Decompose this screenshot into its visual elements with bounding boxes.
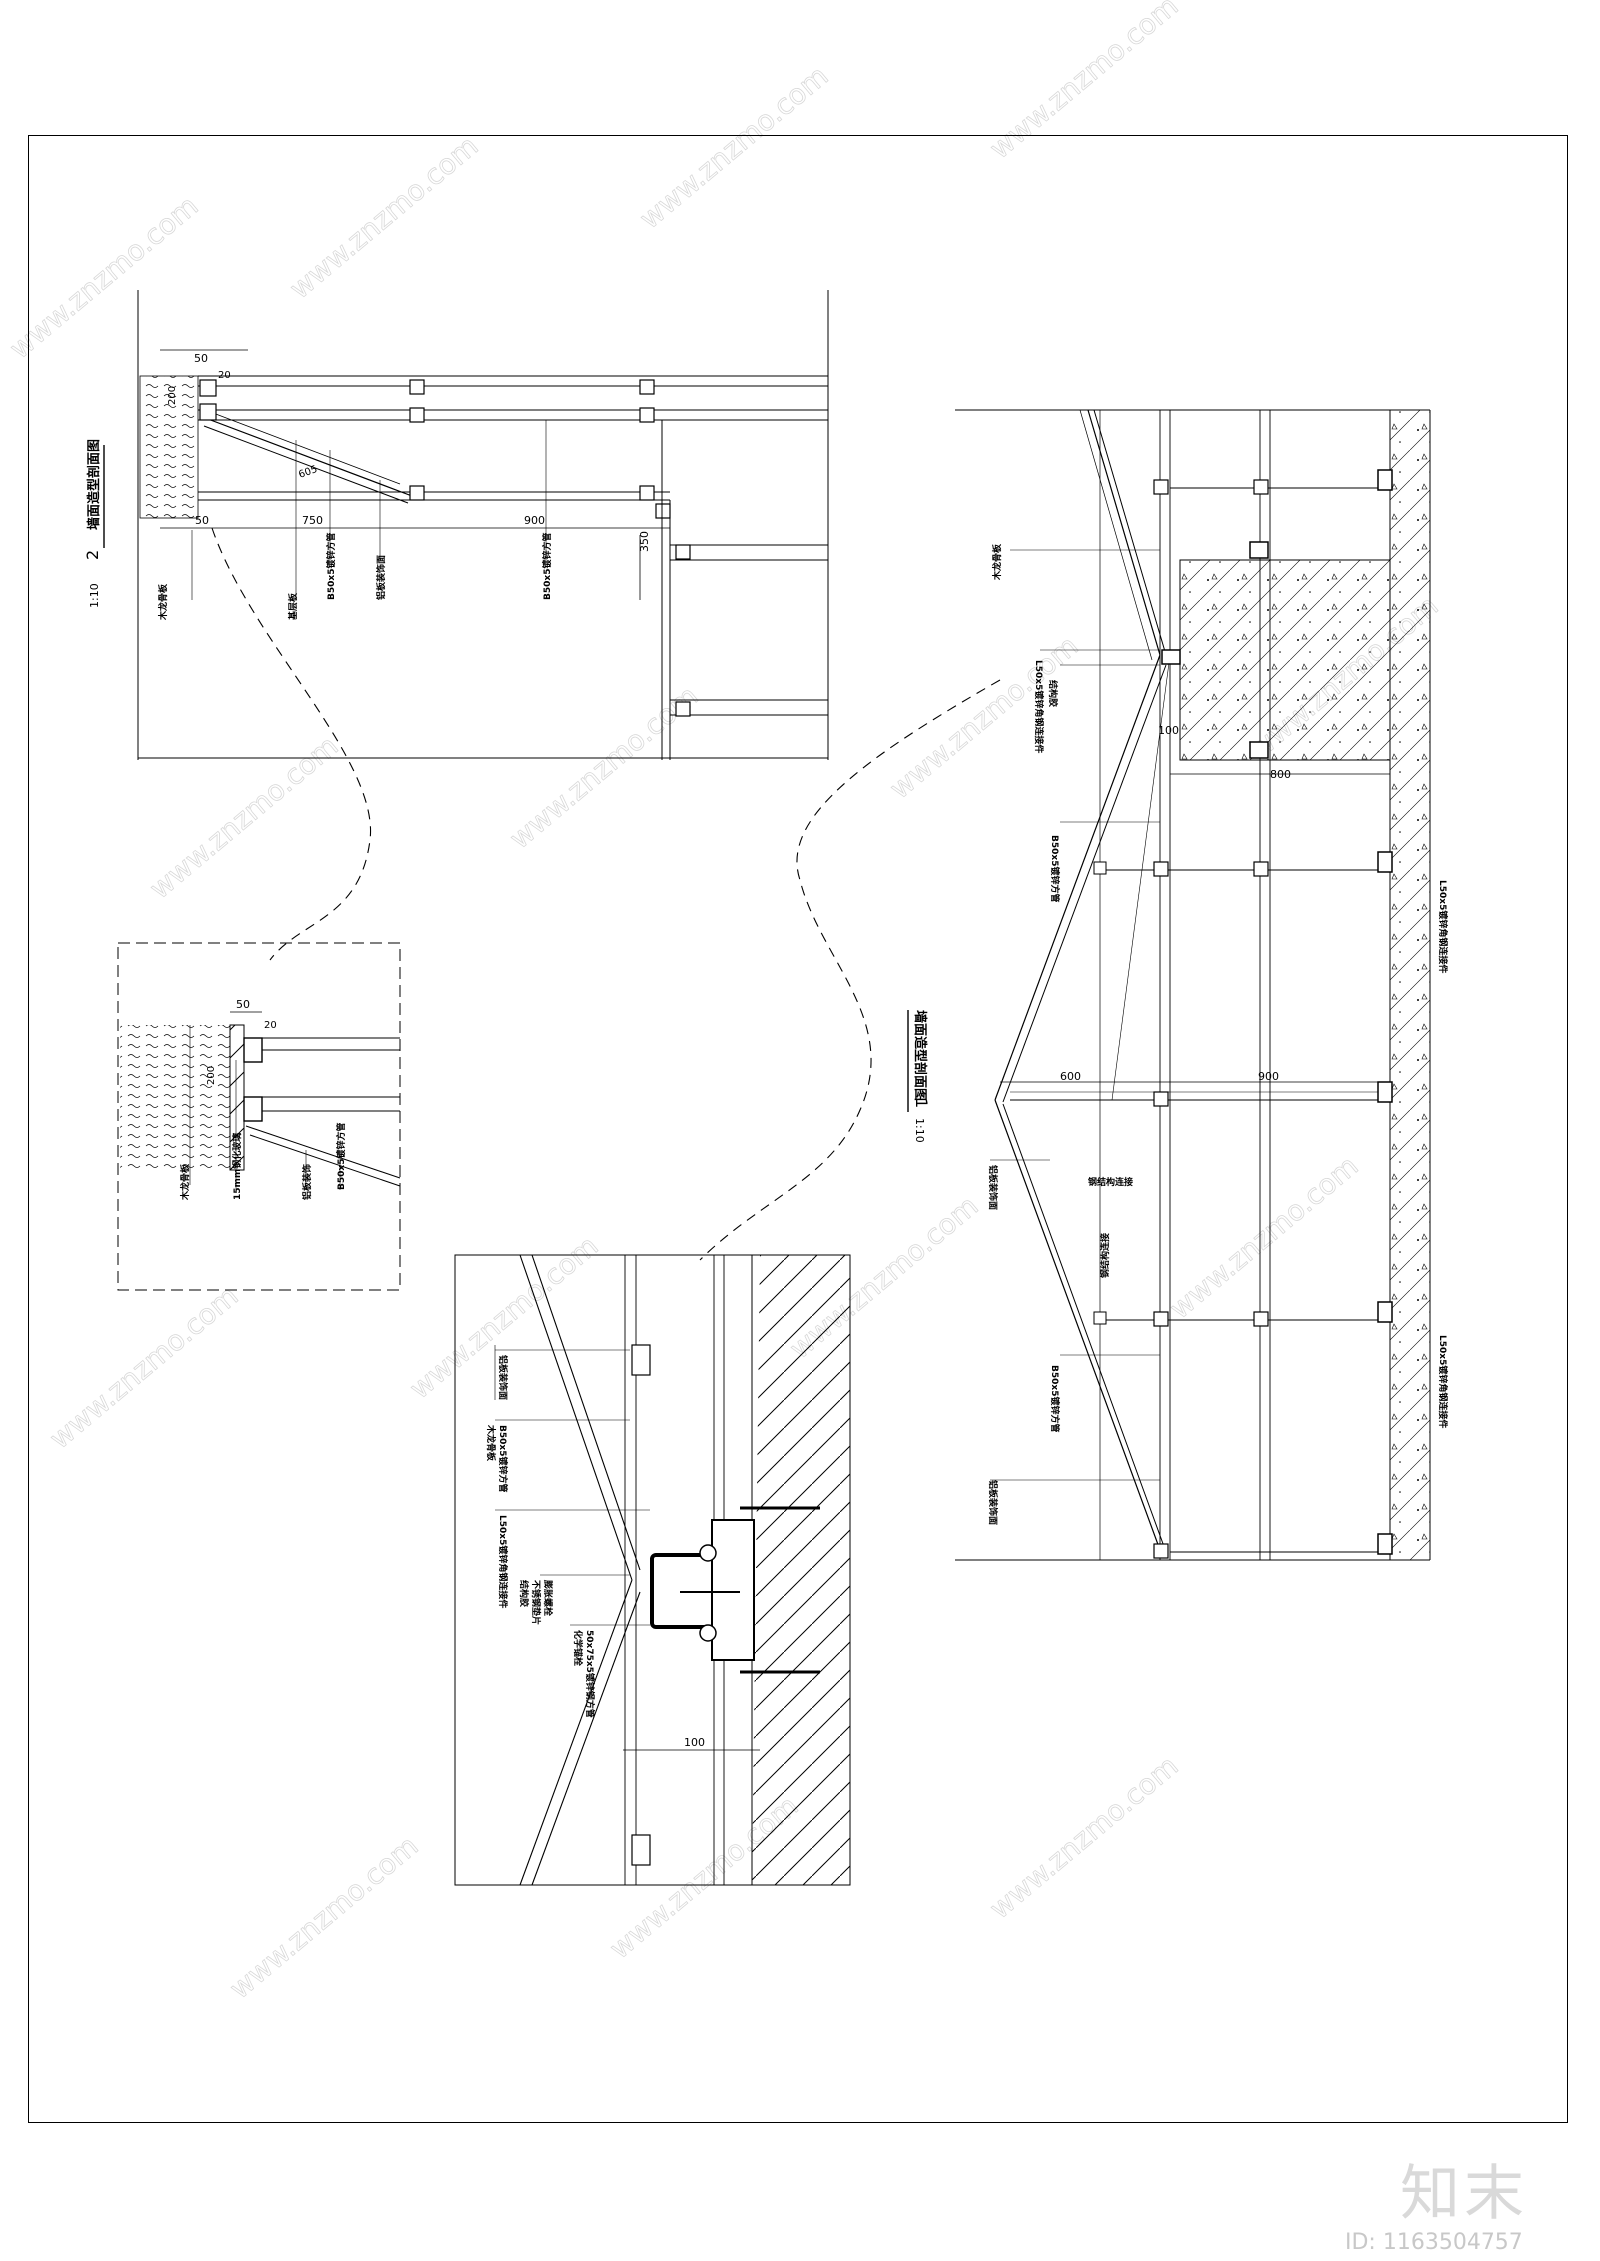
section-1: 100 800 600 900 木龙骨板 L50x5镀锌角钢连接件 结构胶 B5… xyxy=(907,409,1449,1561)
db-label-glue: 结构胶 xyxy=(518,1580,530,1607)
s2-label-b50: B50x5镀锌方管 xyxy=(325,533,337,600)
da-label-b50: B50x5镀锌方管 xyxy=(335,1123,347,1190)
s2-number: 2 xyxy=(83,550,102,560)
s2-label-base: 基层板 xyxy=(287,592,299,621)
watermark-id: ID: 1163504757 xyxy=(1345,2230,1523,2255)
s1-label-panel: 铝板装饰面 xyxy=(987,1480,999,1525)
s2-label-b50-2: B50x5镀锌方管 xyxy=(541,533,553,600)
s2-scale: 1:10 xyxy=(88,583,101,608)
s2-title: 墙面造型剖面图 xyxy=(86,439,102,530)
s1-label-center-1: 钢结构连接 xyxy=(1088,1176,1133,1188)
s1-label-b50-lower: B50x5镀锌方管 xyxy=(1049,1365,1061,1432)
s1-label-center-2: 钢结构连接 xyxy=(1099,1233,1111,1278)
s1-dim-100: 100 xyxy=(1158,724,1179,737)
s2-label-wood: 木龙骨板 xyxy=(157,583,169,621)
db-label-wood: 木龙骨板 xyxy=(485,1424,497,1462)
detail-a: 50 20 200 木龙骨板 15mm钢化玻璃 铝板装饰 B50x5镀锌方管 xyxy=(117,942,401,1291)
s2-dim-20: 20 xyxy=(218,370,231,381)
s2-dim-750: 750 xyxy=(302,514,323,527)
s1-label-panel-mid: 铝板装饰面 xyxy=(987,1165,999,1210)
s1-label-sealant: 结构胶 xyxy=(1047,680,1059,707)
section-2: 50 20 200 50 750 900 350 605 木龙骨板 基层板 B5… xyxy=(83,290,829,760)
da-dim-200: 200 xyxy=(206,1066,217,1085)
s1-label-l50-right-upper: L50x5镀锌角钢连接件 xyxy=(1437,880,1449,973)
db-label-panel: 铝板装饰面 xyxy=(497,1355,509,1400)
db-label-channel: 50x75x5镀锌钢方管 xyxy=(584,1630,596,1718)
s1-title: 墙面造型剖面图 xyxy=(912,1010,928,1101)
s2-dim-200: 200 xyxy=(167,386,178,405)
watermark-logo: 知末 xyxy=(1400,2159,1528,2229)
da-dim-20: 20 xyxy=(264,1020,277,1031)
connector-dashed-2 xyxy=(699,679,1001,1261)
s2-dim-900: 900 xyxy=(524,514,545,527)
da-label-panel: 铝板装饰 xyxy=(301,1164,313,1200)
s2-dim-350: 350 xyxy=(638,531,651,552)
drawing-frame xyxy=(28,135,1568,2123)
db-label-bolt: 膨胀螺栓 xyxy=(542,1579,554,1616)
s2-dim-50-bottom: 50 xyxy=(195,514,209,527)
da-label-glass: 15mm钢化玻璃 xyxy=(231,1133,243,1200)
db-label-anchor: 化学锚栓 xyxy=(572,1630,584,1666)
s1-dim-600: 600 xyxy=(1060,1070,1081,1083)
db-label-gasket: 不锈钢垫片 xyxy=(530,1580,542,1625)
connector-dashed-1 xyxy=(211,527,372,961)
detail-b: 100 铝板装饰面 B50x5镀锌方管 木龙骨板 L50x5镀锌角钢连接件 膨胀… xyxy=(454,1254,851,1886)
da-label-wood: 木龙骨板 xyxy=(179,1163,191,1201)
s1-dim-800: 800 xyxy=(1270,768,1291,781)
db-label-b50: B50x5镀锌方管 xyxy=(497,1425,509,1492)
s2-dim-50-top: 50 xyxy=(194,352,208,365)
s1-label-b50-upper: B50x5镀锌方管 xyxy=(1049,835,1061,902)
s1-label-l50-right-lower: L50x5镀锌角钢连接件 xyxy=(1437,1335,1449,1428)
db-label-l50: L50x5镀锌角钢连接件 xyxy=(497,1515,509,1608)
db-dim-100: 100 xyxy=(684,1736,705,1749)
s1-dim-900: 900 xyxy=(1258,1070,1279,1083)
da-dim-50: 50 xyxy=(236,998,250,1011)
s1-label-wood: 木龙骨板 xyxy=(991,543,1003,581)
s1-label-l50-left: L50x5镀锌角钢连接件 xyxy=(1033,660,1045,753)
s1-number: 1 xyxy=(912,1098,931,1108)
s2-label-panel: 铝板装饰面 xyxy=(375,555,387,600)
s1-scale: 1:10 xyxy=(913,1118,926,1143)
